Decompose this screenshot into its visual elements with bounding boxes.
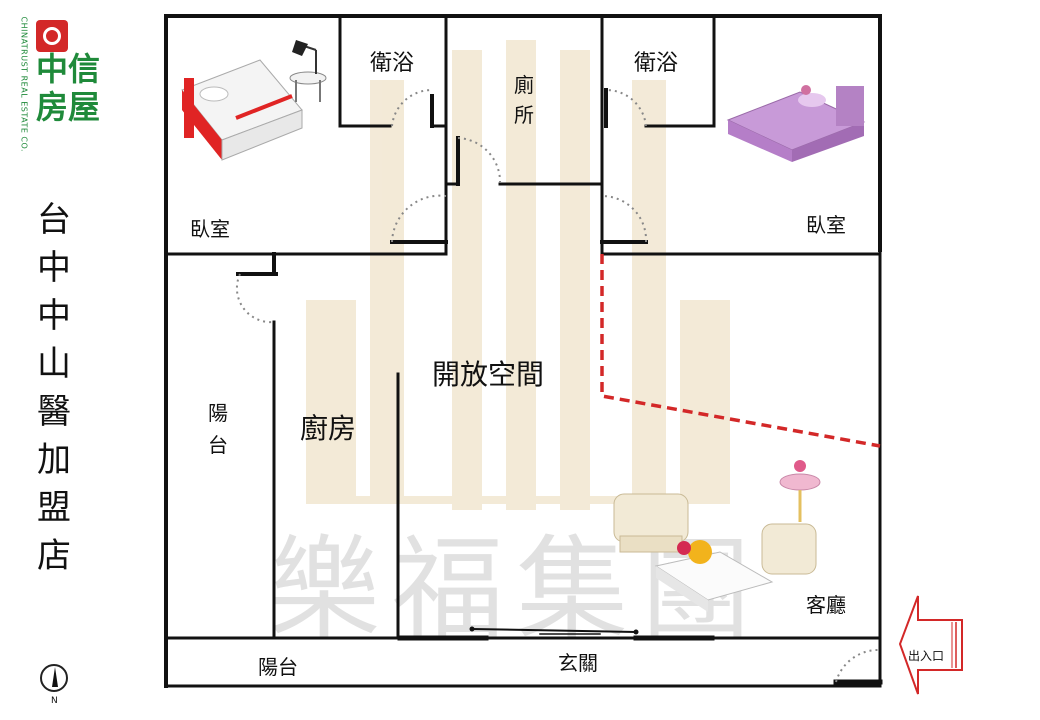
compass-north-label: N [51,696,58,706]
brand-logo-icon [36,20,68,52]
label-bath-right: 衛浴 [634,51,678,76]
label-open-space: 開放空間 [432,358,544,391]
bed-icon [181,59,303,161]
brand-name: 中信 房屋 [36,50,100,126]
store-name: 台中中山醫加盟店 [37,200,71,576]
watermark-columns [306,40,730,510]
label-bedroom-right: 臥室 [806,213,846,237]
princess-bed-icon [726,85,866,162]
label-living-room: 客廳 [806,593,846,617]
label-balcony-bottom: 陽台 [258,655,298,679]
label-bedroom-left: 臥室 [190,217,230,241]
door-swings [235,88,881,683]
exit-arrow-icon [898,595,963,695]
label-toilet: 廁所 [514,73,534,127]
lamp-table-icon [289,40,327,102]
brand-name-line1: 中信 [36,50,101,88]
brand-name-line2: 房屋 [36,88,101,126]
label-entrance: 玄關 [558,651,598,675]
sofa-set-icon [613,460,821,612]
exit-label: 出入口 [908,649,944,663]
label-balcony-side: 陽台 [208,401,228,457]
compass-icon [40,664,68,692]
label-kitchen: 廚房 [300,412,356,445]
label-bath-left: 衛浴 [370,51,414,76]
compass-needle-icon [52,667,58,687]
walls [164,14,883,688]
